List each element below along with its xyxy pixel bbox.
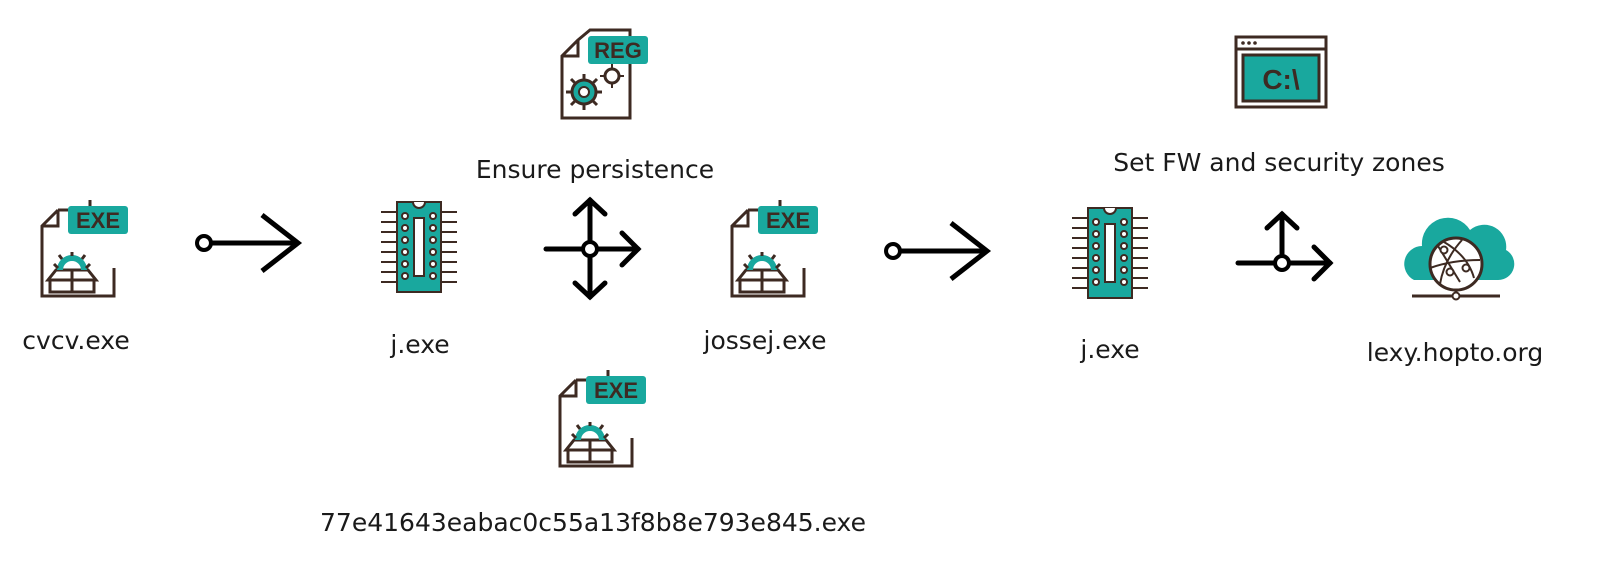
node-label-lexy: lexy.hopto.org — [1366, 338, 1544, 367]
node-label-cvcv: cvcv.exe — [22, 326, 130, 355]
registry-file-icon: REG — [560, 28, 648, 120]
chip-icon — [1071, 207, 1149, 299]
branch-arrows-icon — [1235, 210, 1334, 282]
exe-file-icon: EXE — [40, 198, 128, 298]
arrow-icon — [884, 221, 992, 281]
node-label-j: j.exe — [390, 330, 450, 359]
caption-firewall: Set FW and security zones — [1113, 148, 1445, 177]
command-prompt-icon: C:\ — [1234, 35, 1328, 109]
exe-file-icon: EXE — [558, 368, 646, 468]
branch-arrows-icon — [543, 196, 642, 301]
svg-text:EXE: EXE — [766, 208, 810, 233]
arrow-icon — [195, 213, 303, 273]
svg-text:EXE: EXE — [76, 208, 120, 233]
cloud-network-icon — [1404, 217, 1515, 301]
node-label-hash-exe: 77e41643eabac0c55a13f8b8e793e845.exe — [320, 508, 866, 537]
exe-file-icon: EXE — [730, 198, 818, 298]
chip-icon — [380, 201, 458, 293]
caption-persistence: Ensure persistence — [475, 155, 715, 184]
svg-text:REG: REG — [594, 38, 642, 63]
svg-text:C:\: C:\ — [1262, 64, 1300, 95]
node-label-j: j.exe — [1080, 335, 1140, 364]
node-label-jossej: jossej.exe — [703, 326, 827, 355]
svg-text:EXE: EXE — [594, 378, 638, 403]
